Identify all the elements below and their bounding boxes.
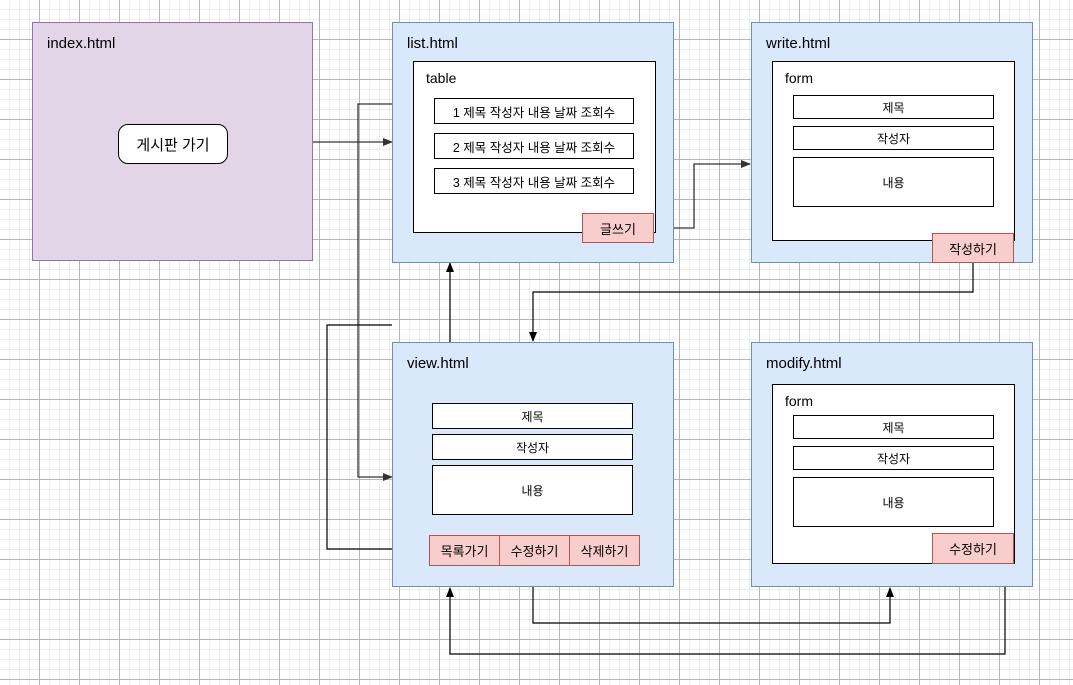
button-write-post[interactable]: 글쓰기 — [582, 213, 654, 243]
modify-field-author[interactable]: 작성자 — [793, 446, 994, 470]
page-index-html[interactable]: index.html 게시판 가기 — [32, 22, 313, 261]
button-go-to-list[interactable]: 목록가기 — [429, 535, 500, 566]
write-field-content[interactable]: 내용 — [793, 157, 994, 207]
write-form-label: form — [785, 70, 813, 86]
button-modify-post[interactable]: 수정하기 — [499, 535, 570, 566]
list-row-3[interactable]: 3 제목 작성자 내용 날짜 조회수 — [434, 168, 634, 194]
page-title-index: index.html — [47, 35, 116, 52]
page-title-list: list.html — [407, 35, 458, 52]
button-delete-post[interactable]: 삭제하기 — [569, 535, 640, 566]
page-write-html[interactable]: write.html form 제목 작성자 내용 작성하기 — [751, 22, 1033, 263]
page-title-view: view.html — [407, 355, 469, 372]
write-field-title[interactable]: 제목 — [793, 95, 994, 119]
write-form-container: form — [772, 61, 1015, 241]
button-modify-submit[interactable]: 수정하기 — [932, 533, 1014, 564]
view-field-title: 제목 — [432, 403, 633, 429]
view-field-content: 내용 — [432, 465, 633, 515]
modify-field-content[interactable]: 내용 — [793, 477, 994, 527]
list-table-label: table — [426, 70, 457, 86]
modify-form-label: form — [785, 393, 813, 409]
view-field-author: 작성자 — [432, 434, 633, 460]
list-row-1[interactable]: 1 제목 작성자 내용 날짜 조회수 — [434, 98, 634, 124]
list-row-2[interactable]: 2 제목 작성자 내용 날짜 조회수 — [434, 133, 634, 159]
page-modify-html[interactable]: modify.html form 제목 작성자 내용 수정하기 — [751, 342, 1033, 587]
page-view-html[interactable]: view.html 제목 작성자 내용 목록가기 수정하기 삭제하기 — [392, 342, 674, 587]
modify-field-title[interactable]: 제목 — [793, 415, 994, 439]
write-field-author[interactable]: 작성자 — [793, 126, 994, 150]
page-title-write: write.html — [766, 35, 831, 52]
page-title-modify: modify.html — [766, 355, 842, 372]
edge-write-submit-to-view — [529, 263, 974, 342]
button-write-submit[interactable]: 작성하기 — [932, 233, 1014, 263]
button-go-to-board[interactable]: 게시판 가기 — [118, 124, 228, 164]
page-list-html[interactable]: list.html table 1 제목 작성자 내용 날짜 조회수 2 제목 … — [392, 22, 674, 263]
